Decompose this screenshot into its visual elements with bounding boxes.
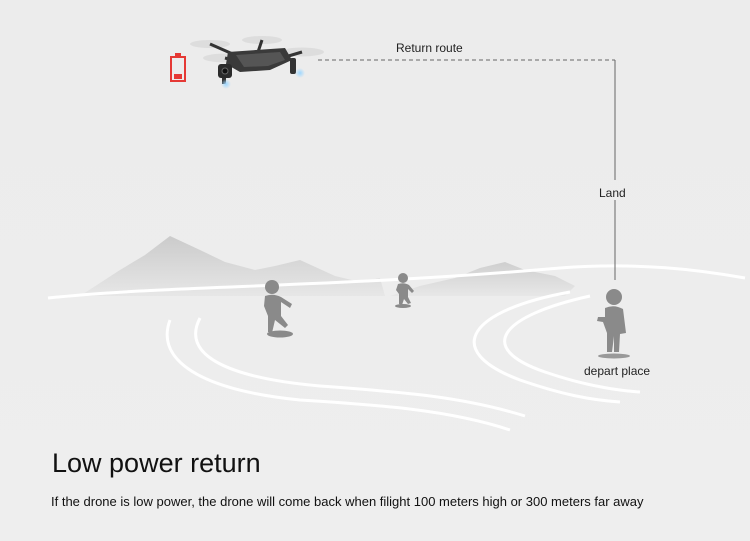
page-title: Low power return (52, 448, 261, 478)
skateboarder-figure (395, 273, 414, 308)
land-label: Land (599, 186, 626, 200)
person-figure (597, 289, 630, 359)
depart-place-label: depart place (584, 364, 651, 378)
winding-road (47, 264, 746, 432)
description-text: If the drone is low power, the drone wil… (51, 494, 644, 509)
mountain-range (80, 236, 575, 296)
return-route-label: Return route (396, 41, 463, 55)
drone (190, 36, 324, 89)
skateboarder-figure (264, 280, 293, 338)
low-battery-icon (170, 53, 186, 82)
return-route-line (318, 59, 616, 280)
